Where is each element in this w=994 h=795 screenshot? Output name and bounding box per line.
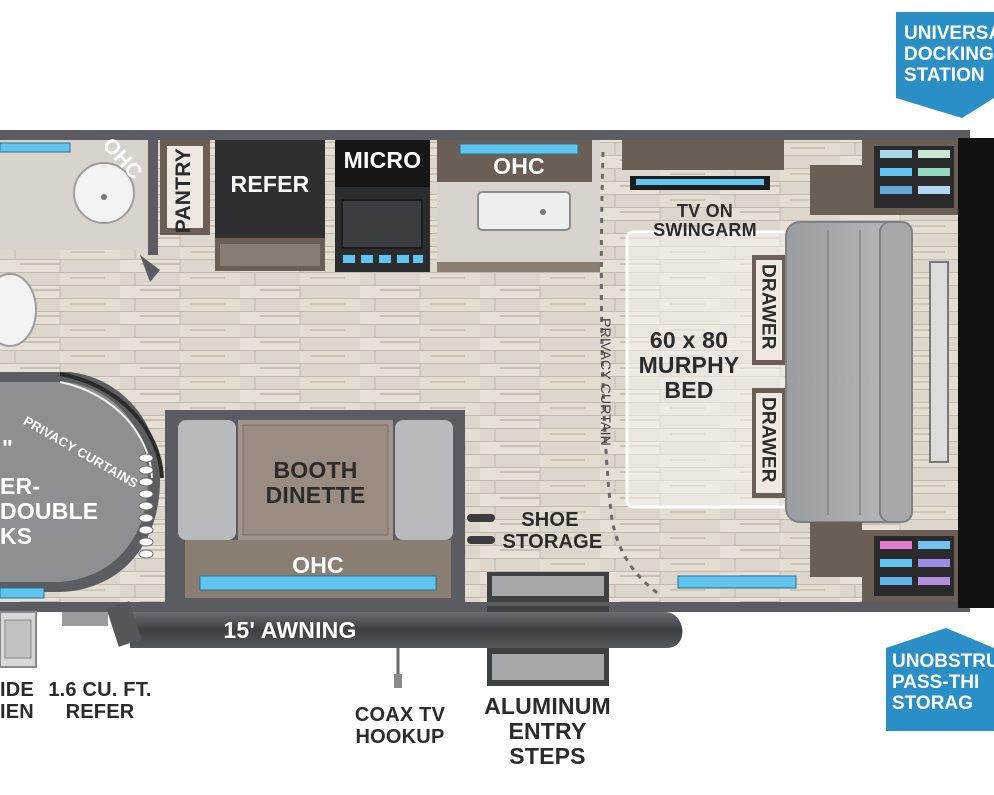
refer-block [215,140,325,238]
corner-shelf-bottom [810,522,862,577]
toilet [0,273,37,347]
pass-through-badge-shape [886,628,994,731]
booth-dinette-label: BOOTH DINETTE [243,458,388,508]
micro-label: MICRO [343,147,422,173]
front-window [929,261,949,463]
awning-label: 15' AWNING [223,617,357,643]
bunks-label: ER-DOUBLE KS [0,473,120,549]
bath-wall [148,140,158,255]
bunk-quote-label: " [2,435,14,461]
sofa-back [879,221,913,523]
murphy-bed-text: 60 x 80 MURPHY BED [638,327,740,403]
tv-cabinet [622,140,784,170]
pass-through-label: UNOBSTRU PASS-THI STORAG [892,651,994,714]
front-cap [958,138,994,608]
tv-swingarm-label: TV ON SWINGARM [630,201,780,241]
bunk-curtain-folds [138,453,154,559]
docking-station-badge: UNIVERSA DOCKING STATION [896,12,994,118]
awning [130,612,683,648]
pantry-label: PANTRY [172,148,195,234]
docking-station-label: UNIVERSA DOCKING STATION [904,23,994,86]
outside-refer-text: 1.6 CU. FT. REFER [48,679,152,723]
dinette-bench-left [178,420,236,540]
docking-badge-shape [896,12,994,118]
drawer-bottom-inner [756,393,782,493]
bath-door-swing [140,255,160,282]
shoe-storage-hooks [467,514,495,544]
kitchen-counter-edge [437,262,600,272]
outside-kitchen-text: IDE IEN [0,679,34,723]
privacy-curtain-line [599,151,661,597]
coax-text: COAX TV HOOKUP [354,704,446,748]
outside-kitchen-label: IDE IEN [0,679,34,723]
entry-steps-label: ALUMINUM ENTRY STEPS [470,693,625,769]
ohc-dinette-label: OHC [292,552,344,578]
dinette-ohc-led [199,575,437,591]
ohc-kitchen-label: OHC [493,153,545,179]
dinette-table-inner [242,424,389,536]
refer-label: REFER [230,171,310,197]
door-ohc-led [677,575,797,589]
bunk-curtain-arc [59,372,164,479]
coax-label: COAX TV HOOKUP [340,704,460,748]
drawer-top-label: DRAWER [757,264,779,350]
bunks-text: ER-DOUBLE KS [0,473,99,549]
outside-kitchen-grill [4,619,32,659]
privacy-curtain-label: PRIVACY CURTAIN [598,318,615,446]
refer-base-inner [220,244,320,266]
tv-swingarm-text: TV ON SWINGARM [653,201,757,241]
awning-bracket-left [106,601,142,647]
shoe-storage-label: SHOE STORAGE [500,509,603,553]
outside-refer [62,612,108,626]
pass-through-text: UNOBSTRU PASS-THI STORAG [892,651,994,715]
micro-block [335,140,430,187]
murphy-bed-label: 60 x 80 MURPHY BED [630,327,748,403]
outside-refer-label: 1.6 CU. FT. REFER [40,679,160,723]
kitchen-drain [540,209,546,215]
coax-connector [394,674,402,688]
dinette-bench-right [395,420,453,540]
tv-screen-glow [636,179,764,185]
drawer-top-inner [756,260,782,360]
shoe-storage-text: SHOE STORAGE [502,509,603,553]
kitchen-sink [477,191,571,231]
docking-station-text: UNIVERSA DOCKING STATION [904,23,994,87]
bunk-bottom-led [0,587,45,599]
entry-steps-text: ALUMINUM ENTRY STEPS [484,693,611,769]
range-burners [343,255,423,263]
range-oven [341,199,423,249]
booth-dinette-text: BOOTH DINETTE [265,457,366,508]
bunk-mattress [0,382,148,582]
pass-through-badge: UNOBSTRU PASS-THI STORAG [886,628,994,731]
corner-cabinet-bottom-lights [880,541,950,585]
bunk-curtain-arc-inner [59,381,153,479]
kitchen-ohc-led [459,143,579,155]
bath-sink [73,162,135,224]
pantry-inner [167,146,203,228]
corner-shelf-top [810,165,862,215]
bath-drain [101,194,107,200]
drawer-bottom-label: DRAWER [757,397,779,483]
bath-ohc-led [0,142,71,153]
corner-cabinet-top-lights [880,150,950,194]
